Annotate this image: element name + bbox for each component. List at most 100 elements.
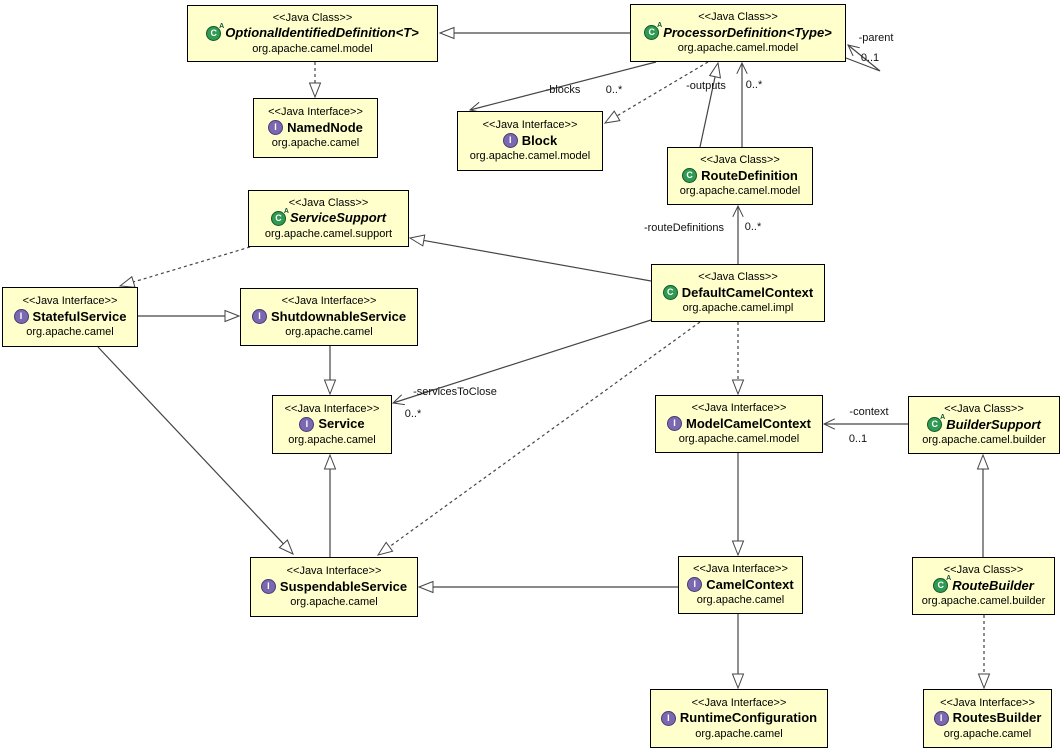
package-label: org.apache.camel.model: [469, 150, 591, 163]
package-label: org.apache.camel.builder: [921, 595, 1046, 608]
open-arrowhead: [391, 394, 405, 406]
realization-arrowhead: [731, 379, 745, 396]
generalization-arrowhead: [408, 234, 426, 247]
stereotype-label: <<Java Interface>>: [482, 119, 578, 132]
interface-icon: I: [502, 133, 518, 149]
stereotype-label: <<Java Interface>>: [281, 295, 377, 308]
package-label: org.apache.camel: [695, 727, 783, 740]
edge-routeDefinition-processorDefinition: [699, 76, 716, 148]
package-label: org.apache.camel: [271, 137, 360, 150]
package-label: org.apache.camel: [290, 596, 378, 609]
type-name: ProcessorDefinition<Type>: [663, 24, 832, 40]
stereotype-label: <<Java Interface>>: [268, 106, 363, 119]
package-label: org.apache.camel.support: [264, 227, 393, 240]
class-icon: C: [662, 285, 678, 301]
edge-label: -outputs: [686, 80, 726, 92]
type-name: ShutdownableService: [270, 308, 407, 324]
edge-label: 0..1: [849, 433, 867, 445]
interface-icon: I: [667, 416, 683, 432]
realization-arrowhead: [376, 541, 394, 556]
edge-label: 0..*: [745, 221, 762, 233]
stereotype-label: <<Java Class>>: [943, 564, 1024, 577]
stereotype-label: <<Java Interface>>: [691, 696, 787, 709]
edge-label: 0..1: [861, 52, 879, 64]
stereotype-label: <<Java Interface>>: [284, 402, 380, 415]
stereotype-label: <<Java Class>>: [698, 11, 778, 24]
package-label: org.apache.camel.model: [678, 433, 800, 446]
generalization-arrowhead: [323, 453, 337, 470]
edge-label: 0..*: [405, 408, 422, 420]
interface-icon: I: [299, 416, 315, 432]
generalization-arrowhead: [278, 539, 294, 555]
realization-arrowhead: [977, 673, 991, 690]
interface-icon: I: [268, 120, 284, 136]
package-label: org.apache.camel.model: [252, 42, 373, 55]
edge-statefulService-suspendableService: [97, 346, 284, 545]
generalization-arrowhead: [438, 26, 455, 40]
stereotype-label: <<Java Class>>: [944, 403, 1024, 416]
edge-processorDefinition-processorDefinition: [845, 44, 881, 72]
stereotype-label: <<Java Interface>>: [691, 402, 787, 415]
type-name: ServiceSupport: [289, 210, 387, 226]
type-name: DefaultCamelContext: [681, 284, 814, 300]
edge-label: -context: [849, 406, 888, 418]
class-icon: C: [682, 168, 698, 184]
type-name: RouteBuilder: [952, 577, 1034, 593]
type-name: Service: [318, 416, 365, 432]
edge-processorDefinition-block: [469, 61, 657, 111]
realization-arrowhead: [118, 275, 136, 288]
package-label: org.apache.camel: [285, 326, 373, 339]
package-label: org.apache.camel.model: [677, 42, 799, 55]
stereotype-label: <<Java Class>>: [272, 11, 353, 24]
package-label: org.apache.camel.impl: [682, 302, 794, 315]
edge-label: 0..*: [746, 79, 763, 91]
edge-serviceSupport-statefulService: [133, 246, 251, 283]
interface-icon: I: [933, 710, 949, 726]
edge-label: 0..*: [606, 84, 623, 96]
type-name: SuspendableService: [279, 578, 408, 594]
package-label: org.apache.camel.builder: [922, 434, 1046, 447]
package-label: org.apache.camel: [696, 594, 785, 607]
generalization-arrowhead: [708, 61, 722, 79]
abstract-marker-icon: A: [940, 414, 946, 422]
generalization-arrowhead: [417, 580, 434, 594]
stereotype-label: <<Java Interface>>: [286, 565, 382, 578]
stereotype-label: <<Java Interface>>: [22, 295, 118, 308]
edge-defaultCamelContext-service: [392, 319, 652, 404]
open-arrowhead: [847, 44, 860, 57]
interface-icon: I: [13, 309, 29, 325]
interface-icon: I: [687, 577, 703, 593]
package-label: org.apache.camel: [288, 433, 376, 446]
edge-label: -blocks: [546, 84, 581, 96]
type-name: StatefulService: [32, 308, 127, 324]
stereotype-label: <<Java Class>>: [288, 196, 369, 209]
interface-icon: I: [260, 579, 276, 595]
type-name: OptionalIdentifiedDefinition<T>: [225, 25, 419, 41]
generalization-arrowhead: [323, 379, 337, 396]
type-name: BuilderSupport: [946, 416, 1041, 432]
generalization-arrowhead: [731, 540, 745, 557]
